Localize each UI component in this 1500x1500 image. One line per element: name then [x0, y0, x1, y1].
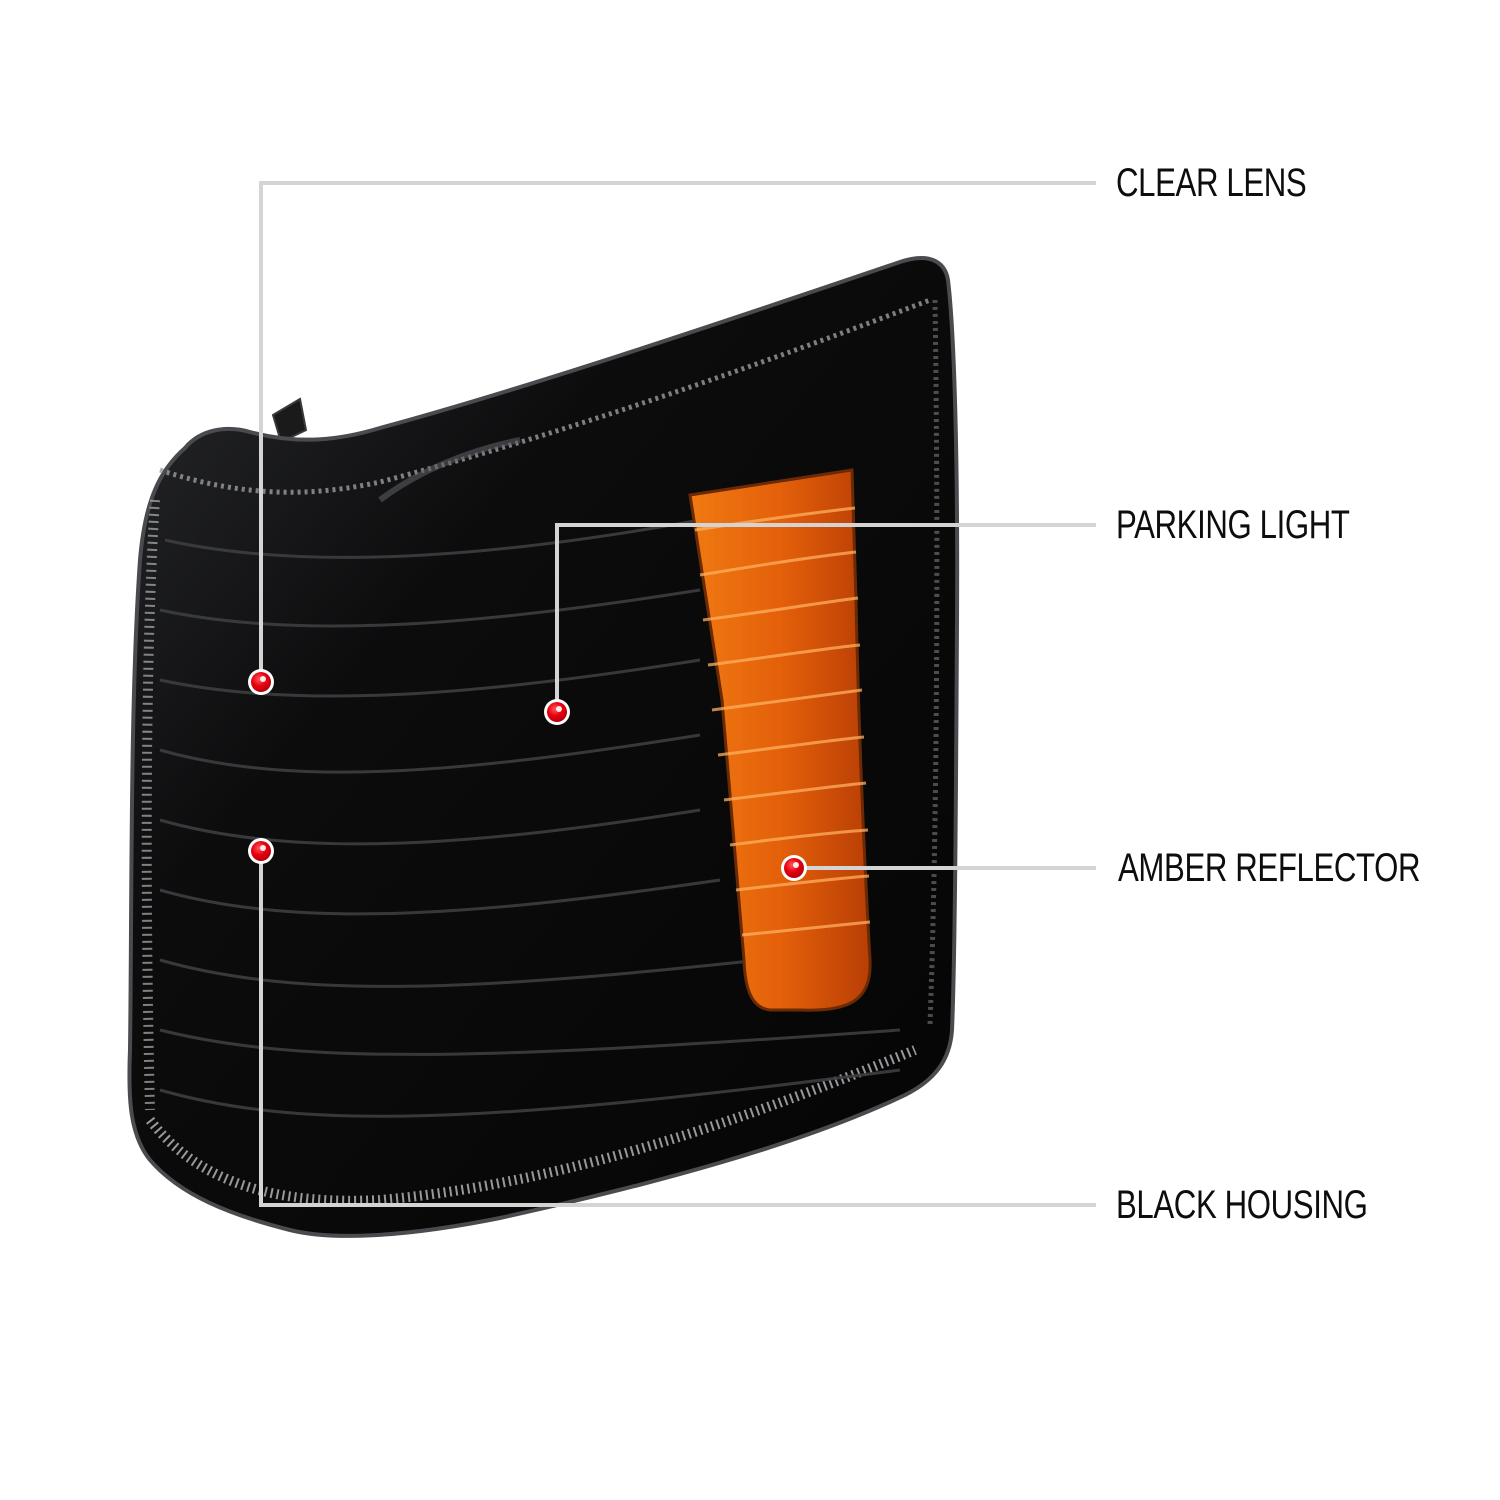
- callout-lines: [259, 181, 1096, 1207]
- callout-dot-clear-lens: [248, 669, 274, 695]
- label-amber-reflector: AMBER REFLECTOR: [1118, 846, 1421, 890]
- callout-line-parking-light: [555, 523, 1096, 712]
- label-clear-lens: CLEAR LENS: [1116, 161, 1307, 205]
- label-black-housing: BLACK HOUSING: [1116, 1183, 1368, 1227]
- connector-tab: [271, 397, 308, 444]
- label-parking-light: PARKING LIGHT: [1116, 503, 1350, 547]
- callout-line-clear-lens: [259, 181, 1096, 682]
- amber-reflector: [688, 468, 872, 1012]
- callout-line-black-housing: [259, 851, 1096, 1207]
- callout-dot-parking-light: [544, 699, 570, 725]
- callout-dot-amber-reflector: [781, 855, 807, 881]
- callout-dot-black-housing: [248, 838, 274, 864]
- callout-dots: [248, 669, 807, 881]
